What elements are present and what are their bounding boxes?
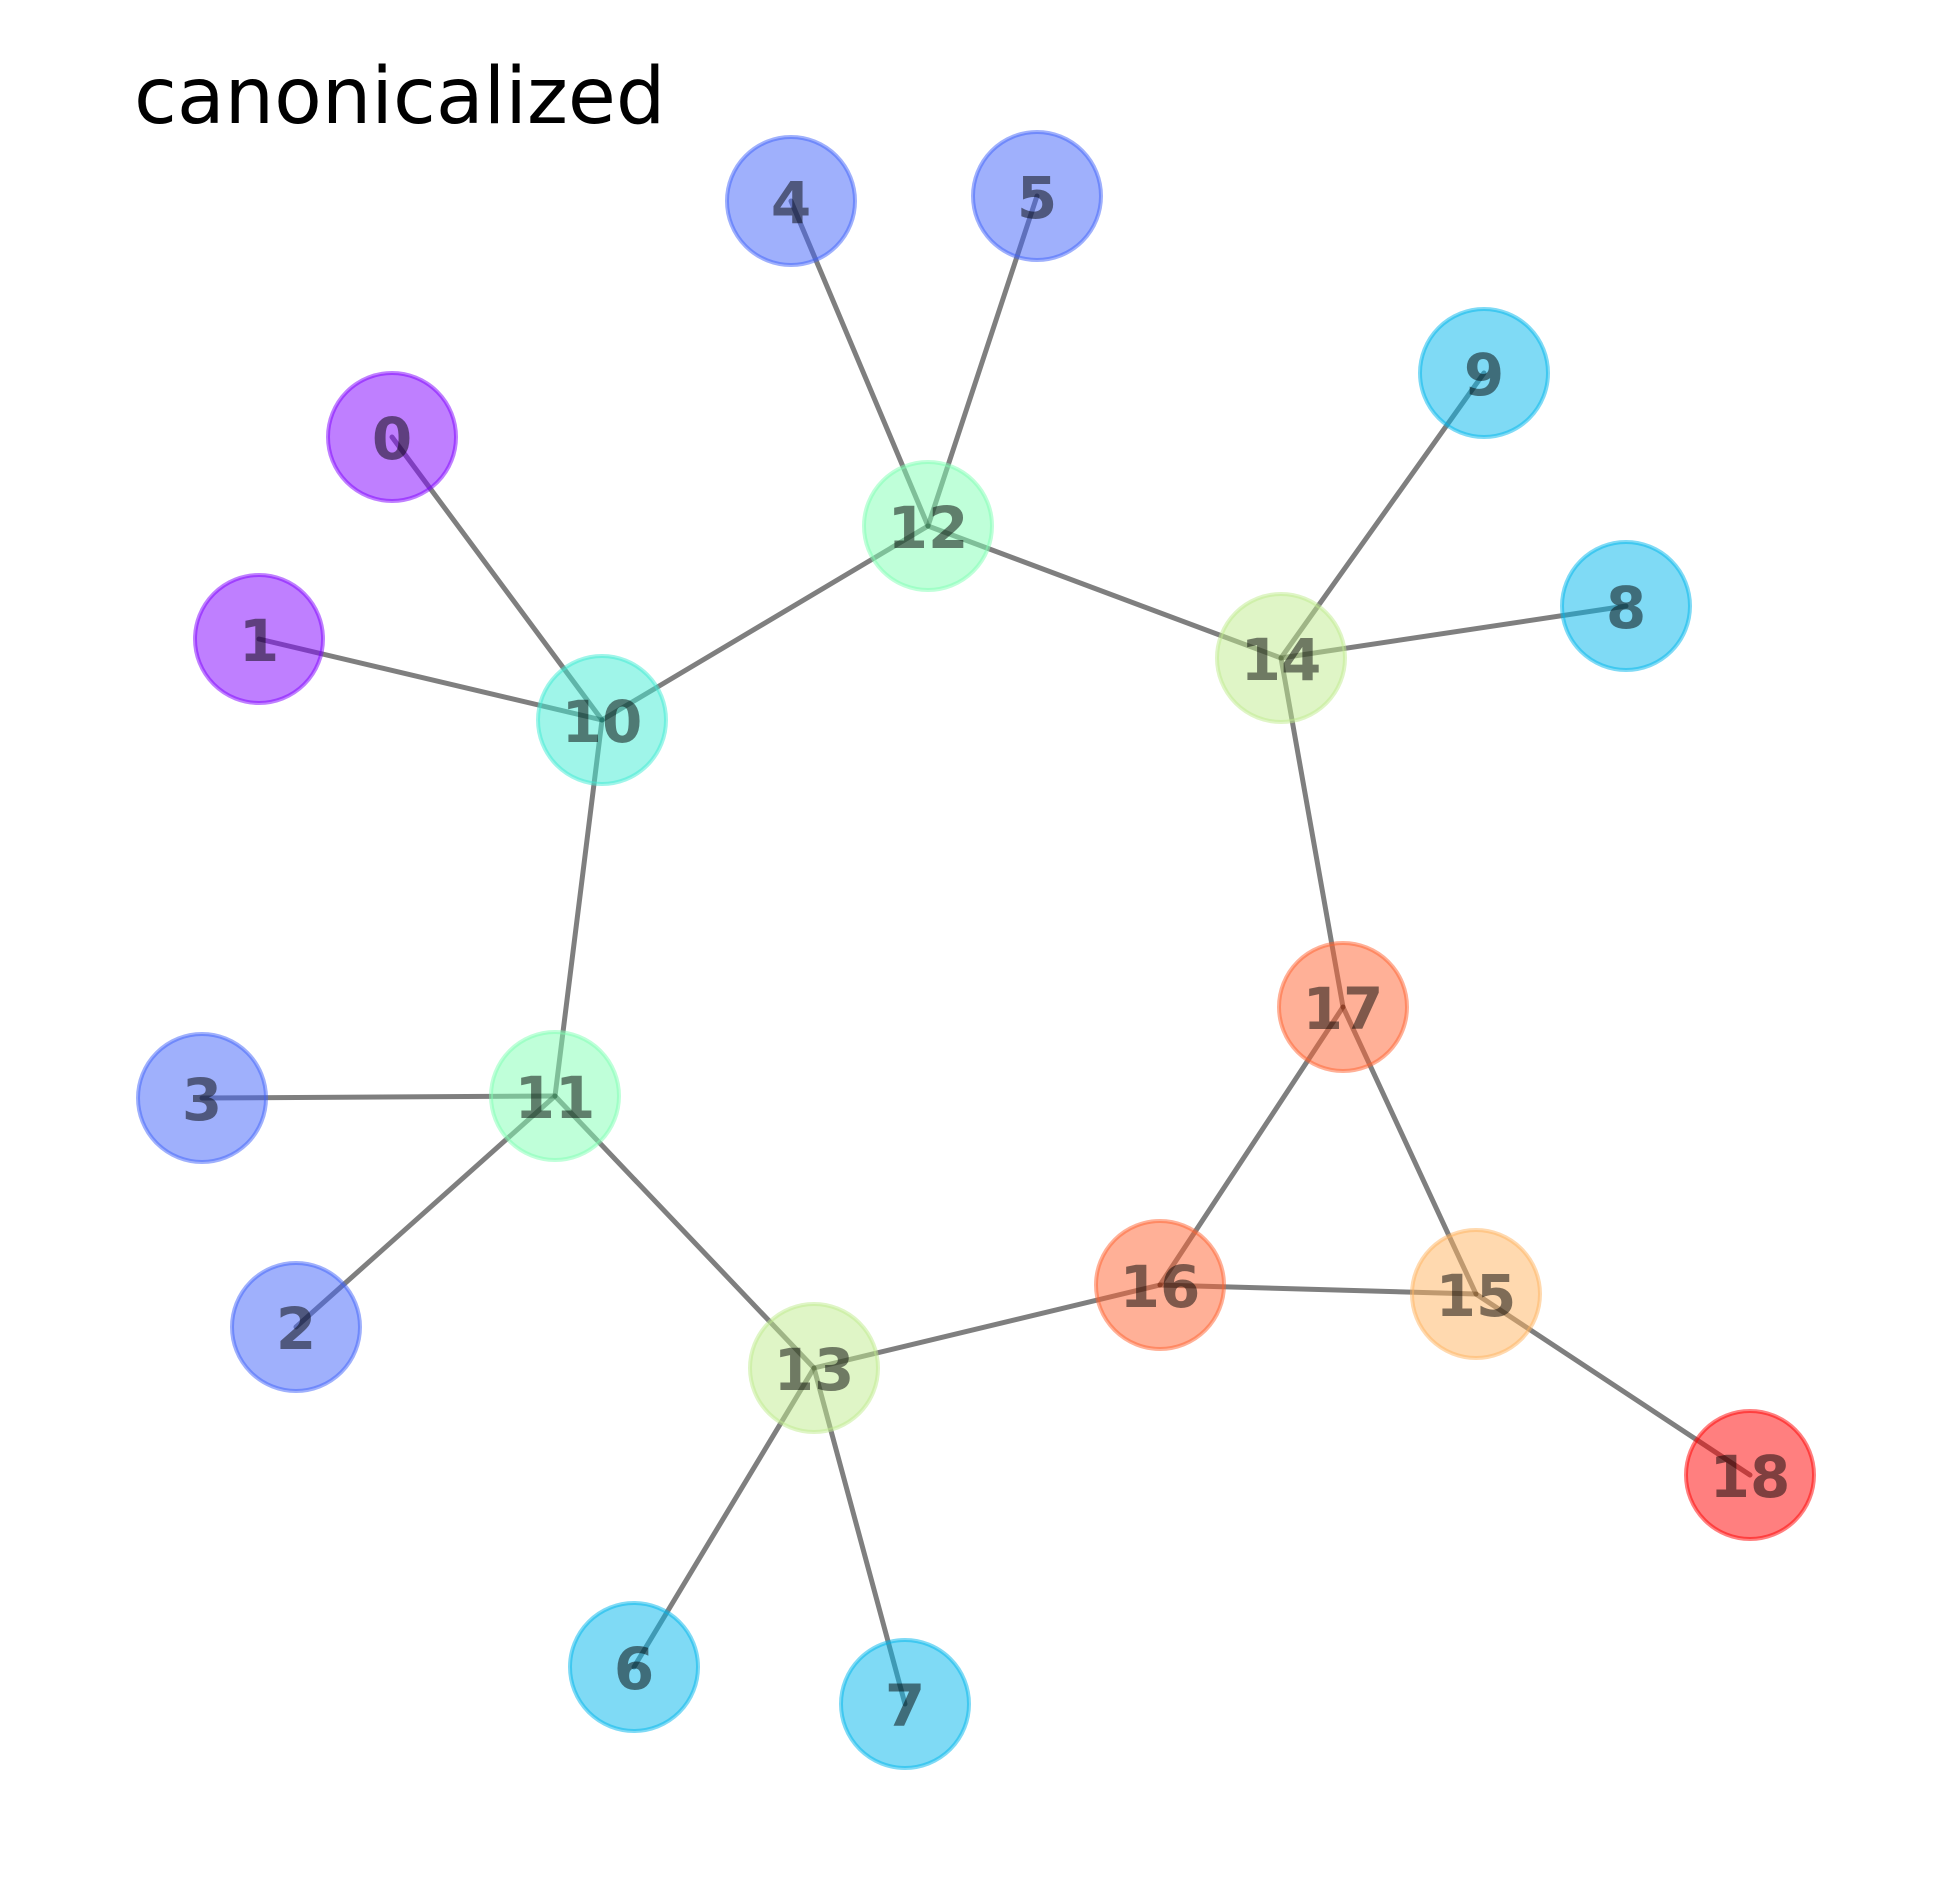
node-circle-17 bbox=[1277, 941, 1409, 1073]
node-label-7: 7 bbox=[885, 1672, 925, 1740]
node-2: 2 bbox=[230, 1261, 362, 1393]
node-label-11: 11 bbox=[515, 1064, 596, 1132]
node-3: 3 bbox=[136, 1032, 268, 1164]
node-label-10: 10 bbox=[562, 688, 643, 756]
node-circle-5 bbox=[971, 130, 1103, 262]
node-circle-7 bbox=[839, 1638, 971, 1770]
node-circle-15 bbox=[1410, 1228, 1542, 1360]
node-label-13: 13 bbox=[774, 1336, 855, 1404]
node-label-4: 4 bbox=[771, 169, 811, 237]
node-9: 9 bbox=[1418, 307, 1550, 439]
node-circle-13 bbox=[748, 1302, 880, 1434]
node-8: 8 bbox=[1560, 540, 1692, 672]
node-label-15: 15 bbox=[1436, 1262, 1517, 1330]
node-circle-10 bbox=[536, 654, 668, 786]
node-10: 10 bbox=[536, 654, 668, 786]
node-label-5: 5 bbox=[1017, 164, 1057, 232]
node-circle-14 bbox=[1215, 592, 1347, 724]
node-18: 18 bbox=[1684, 1409, 1816, 1541]
node-circle-8 bbox=[1560, 540, 1692, 672]
node-label-1: 1 bbox=[239, 607, 279, 675]
node-label-9: 9 bbox=[1464, 341, 1504, 409]
node-label-14: 14 bbox=[1241, 626, 1322, 694]
node-0: 0 bbox=[326, 371, 458, 503]
node-5: 5 bbox=[971, 130, 1103, 262]
node-circle-18 bbox=[1684, 1409, 1816, 1541]
node-circle-2 bbox=[230, 1261, 362, 1393]
node-14: 14 bbox=[1215, 592, 1347, 724]
node-15: 15 bbox=[1410, 1228, 1542, 1360]
node-16: 16 bbox=[1094, 1219, 1226, 1351]
graph-title: canonicalized bbox=[134, 52, 666, 142]
node-6: 6 bbox=[568, 1601, 700, 1733]
node-7: 7 bbox=[839, 1638, 971, 1770]
node-label-3: 3 bbox=[182, 1066, 222, 1134]
node-circle-4 bbox=[725, 135, 857, 267]
node-1: 1 bbox=[193, 573, 325, 705]
node-11: 11 bbox=[489, 1030, 621, 1162]
node-label-6: 6 bbox=[614, 1635, 654, 1703]
node-circle-12 bbox=[862, 460, 994, 592]
node-circle-9 bbox=[1418, 307, 1550, 439]
node-label-12: 12 bbox=[888, 494, 969, 562]
node-13: 13 bbox=[748, 1302, 880, 1434]
node-circle-16 bbox=[1094, 1219, 1226, 1351]
node-label-2: 2 bbox=[276, 1295, 316, 1363]
node-12: 12 bbox=[862, 460, 994, 592]
node-label-16: 16 bbox=[1120, 1253, 1201, 1321]
node-circle-1 bbox=[193, 573, 325, 705]
node-label-17: 17 bbox=[1303, 975, 1384, 1043]
node-label-0: 0 bbox=[372, 405, 412, 473]
node-circle-6 bbox=[568, 1601, 700, 1733]
node-label-8: 8 bbox=[1606, 574, 1646, 642]
node-circle-3 bbox=[136, 1032, 268, 1164]
node-circle-0 bbox=[326, 371, 458, 503]
node-label-18: 18 bbox=[1710, 1443, 1791, 1511]
node-4: 4 bbox=[725, 135, 857, 267]
node-circle-11 bbox=[489, 1030, 621, 1162]
node-17: 17 bbox=[1277, 941, 1409, 1073]
